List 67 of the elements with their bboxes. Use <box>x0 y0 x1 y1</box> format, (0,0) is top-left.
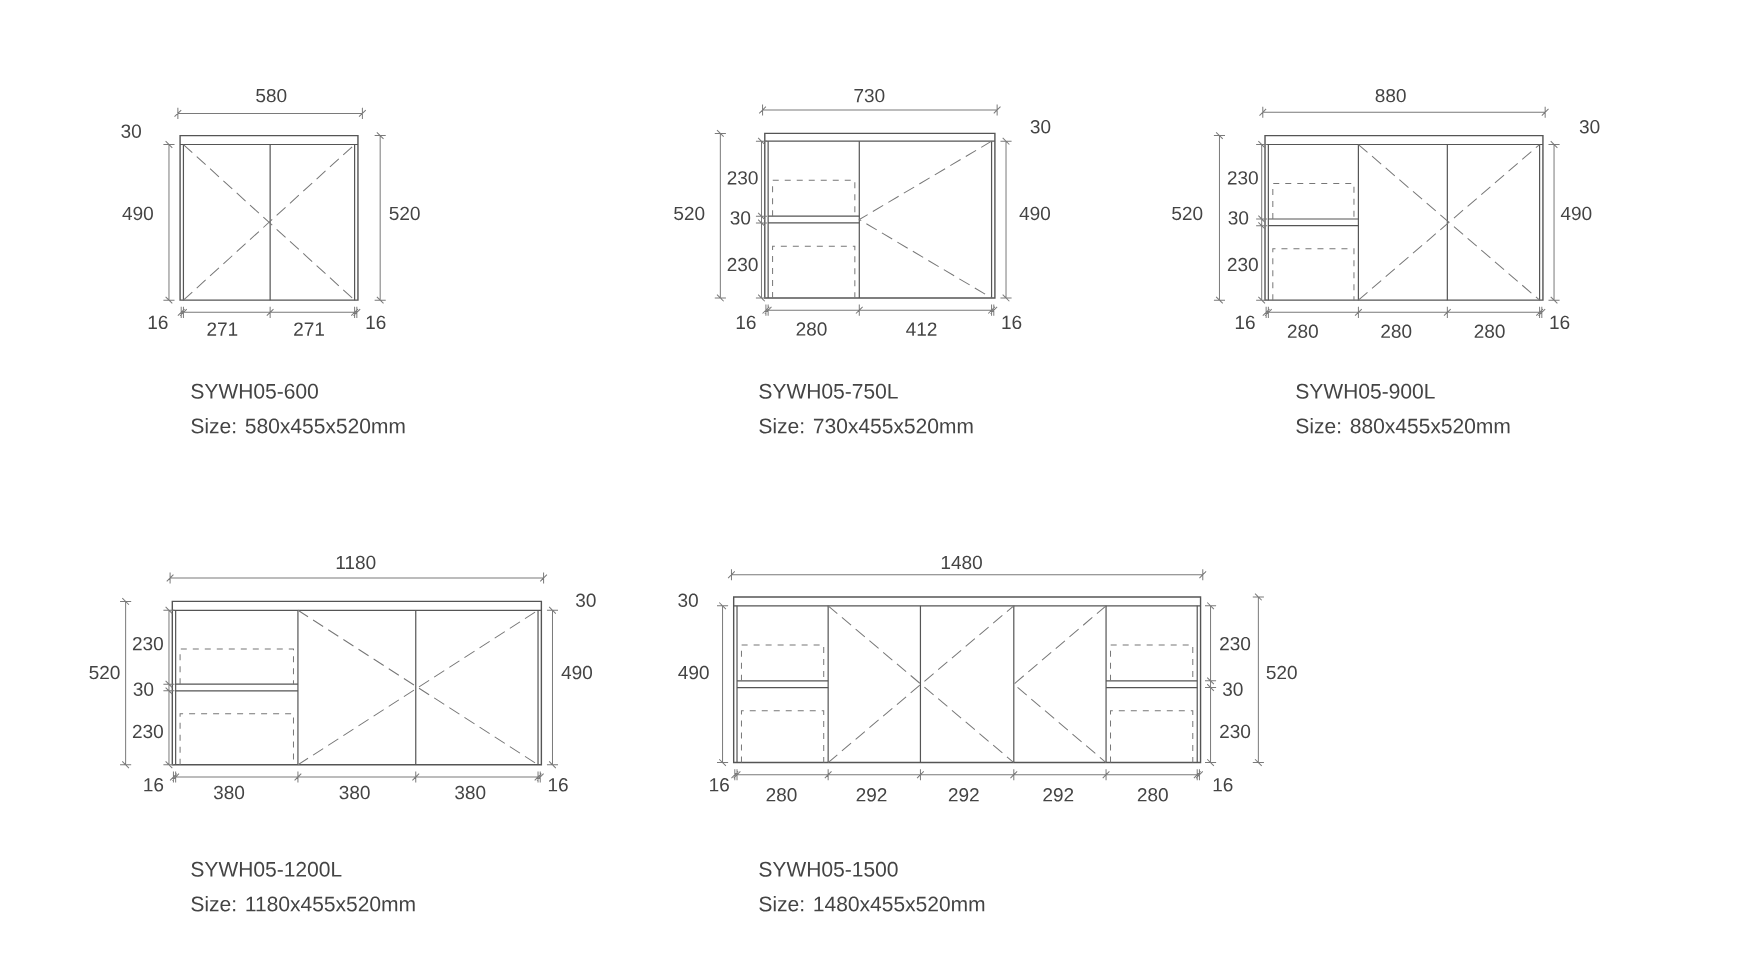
dimension-label: 30 <box>730 210 751 225</box>
dimension-label: 30 <box>1228 210 1249 225</box>
dimension-label: 880 <box>1375 88 1406 103</box>
model-code: SYWH05-600 <box>191 383 318 399</box>
dimension-label: 230 <box>1220 724 1251 738</box>
dimension-label: 730 <box>854 88 885 103</box>
dimension-label: 292 <box>1043 787 1074 802</box>
dimension-label: 16 <box>548 777 568 792</box>
dimension-label: 30 <box>133 682 154 696</box>
model-code: SYWH05-900L <box>1296 383 1435 399</box>
dimension-label: 271 <box>294 322 324 336</box>
dimension-label: 230 <box>727 170 758 185</box>
dimension-label: 280 <box>1287 324 1318 338</box>
dimension-label: 16 <box>1213 777 1233 792</box>
dimension-label: 292 <box>948 787 979 802</box>
size-label: Size: 880x455x520mm <box>1296 417 1510 434</box>
dimension-label: 520 <box>674 206 705 220</box>
dimension-label: 30 <box>1579 119 1600 134</box>
dimension-label: 380 <box>455 785 486 800</box>
dimension-label: 520 <box>389 206 420 220</box>
dimension-label: 230 <box>1227 170 1258 185</box>
dimension-label: 580 <box>256 88 287 103</box>
dimension-label: 16 <box>736 315 756 329</box>
dimension-label: 280 <box>796 322 827 336</box>
size-label: Size: 1480x455x520mm <box>759 895 985 912</box>
dimension-label: 380 <box>213 785 245 800</box>
dimension-label: 520 <box>1172 206 1203 220</box>
dimension-label: 280 <box>1474 324 1505 338</box>
dimension-label: 230 <box>727 257 758 272</box>
dimension-label: 230 <box>1227 257 1258 272</box>
dimension-label: 490 <box>678 665 709 680</box>
dimension-label: 30 <box>1222 682 1243 696</box>
dimension-label: 230 <box>1220 636 1251 651</box>
dimension-label: 280 <box>1137 787 1168 802</box>
dimension-label: 16 <box>1550 315 1570 329</box>
dimension-label: 16 <box>1002 315 1022 329</box>
dimension-label: 490 <box>122 206 153 220</box>
model-code: SYWH05-1200L <box>191 861 342 877</box>
dimension-label: 490 <box>1560 206 1592 220</box>
dimension-label: 16 <box>144 777 164 792</box>
dimension-label: 16 <box>710 777 729 792</box>
dimension-label: 1180 <box>336 555 376 569</box>
dimension-label: 30 <box>678 593 698 607</box>
size-label: Size: 580x455x520mm <box>191 417 405 434</box>
size-label: Size: 730x455x520mm <box>759 417 973 434</box>
dimension-label: 280 <box>766 787 797 802</box>
dimension-label: 230 <box>132 724 163 738</box>
dimension-label: 16 <box>1235 315 1255 329</box>
dimension-label: 30 <box>121 124 141 138</box>
dimension-label: 490 <box>561 665 593 680</box>
dimension-label: 292 <box>856 787 887 802</box>
dimension-label: 30 <box>576 593 596 607</box>
size-label: Size: 1180x455x520mm <box>191 895 415 912</box>
dimension-label: 16 <box>366 315 386 329</box>
dimension-label: 1480 <box>941 555 982 569</box>
dimension-label: 16 <box>148 315 168 329</box>
dimension-label: 230 <box>132 636 163 651</box>
dimension-label: 280 <box>1381 324 1412 338</box>
model-code: SYWH05-1500 <box>759 861 898 877</box>
dimension-label: 30 <box>1030 119 1051 134</box>
dimension-label: 271 <box>207 322 238 336</box>
dimension-label: 520 <box>89 665 120 680</box>
dimension-label: 380 <box>339 785 370 800</box>
model-code: SYWH05-750L <box>759 383 898 399</box>
dimension-label: 490 <box>1019 206 1050 220</box>
dimension-label: 520 <box>1266 665 1297 680</box>
dimension-label: 412 <box>906 322 937 336</box>
